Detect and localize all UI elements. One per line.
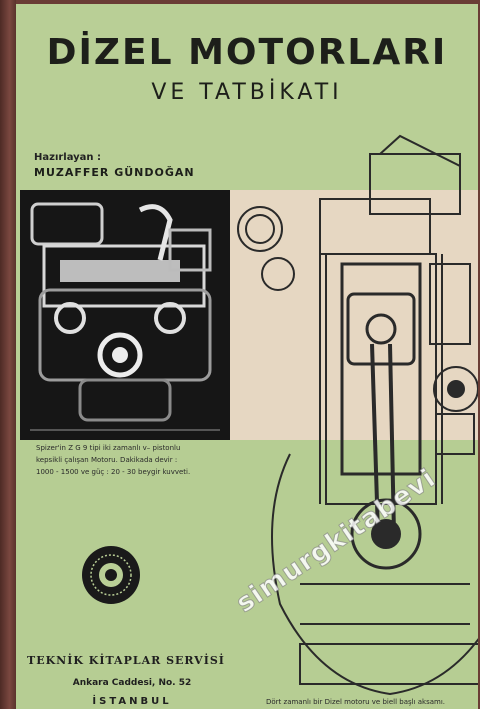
photo-caption: Spizer'in Z G 9 tipi iki zamanlı v– pist… — [36, 444, 191, 476]
book-title: DİZEL MOTORLARI — [46, 32, 448, 73]
publisher-address: Ankara Caddesi, No. 52 — [72, 678, 192, 688]
drawing-caption: Dört zamanlı bir Dizel motoru ve biell b… — [266, 698, 446, 706]
engine-section-drawing — [237, 134, 478, 696]
book-cover: DİZEL MOTORLARI VE TATBİKATI Hazırlayan … — [16, 4, 478, 709]
book-subtitle: VE TATBİKATI — [151, 80, 343, 105]
author-name: MUZAFFER GÜNDOĞAN — [34, 166, 195, 179]
engine-photo-illustration — [20, 190, 230, 440]
prepared-by-label: Hazırlayan : — [34, 152, 102, 163]
publisher-seal-icon — [82, 546, 140, 604]
book-spine — [0, 0, 16, 709]
engine-photo — [20, 190, 230, 440]
publisher-city: İSTANBUL — [92, 696, 172, 707]
publisher-name: TEKNİK KİTAPLAR SERVİSİ — [27, 654, 225, 667]
